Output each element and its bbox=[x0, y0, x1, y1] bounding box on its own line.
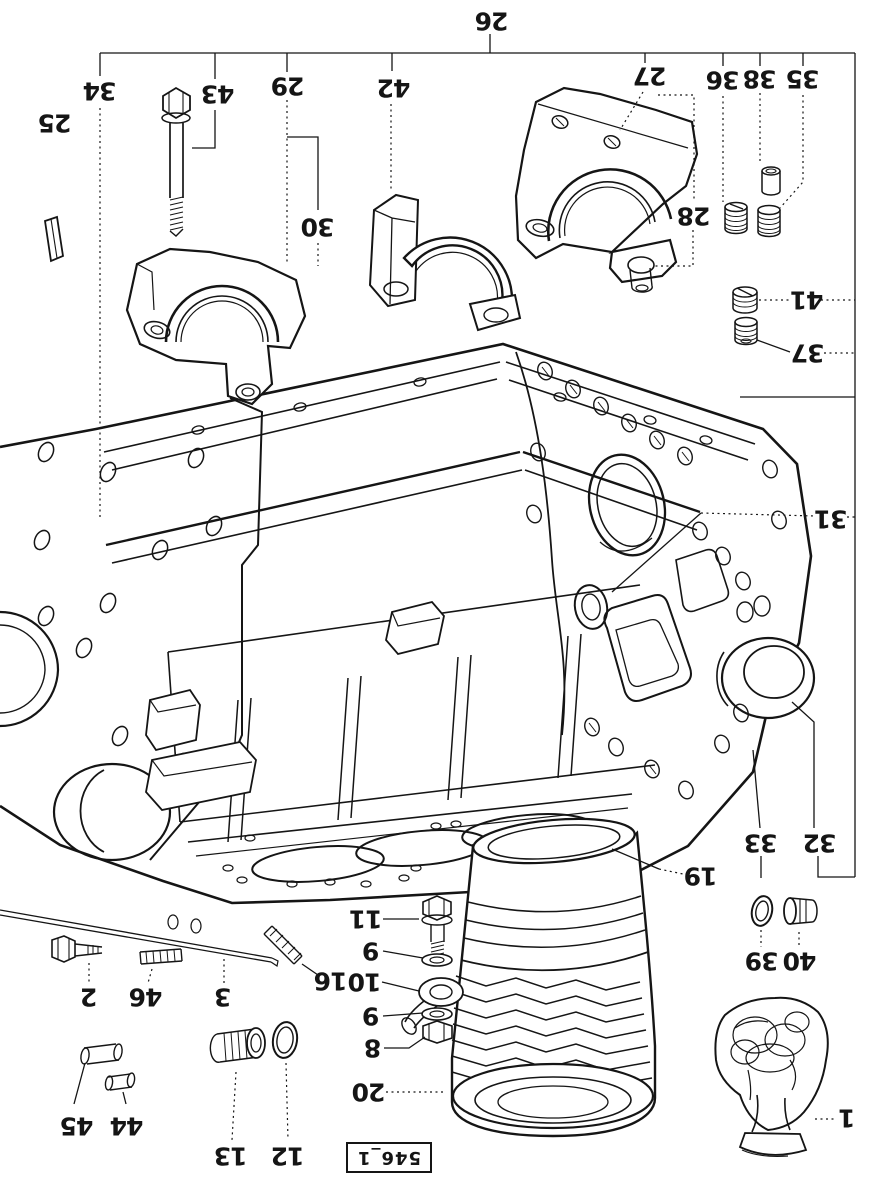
callout-10: 10 bbox=[348, 967, 382, 997]
bearing-cap-middle bbox=[368, 193, 522, 332]
callout-20: 20 bbox=[352, 1077, 386, 1107]
callout-38: 38 bbox=[743, 64, 777, 94]
callout-8: 8 bbox=[364, 1033, 382, 1063]
camshaft-bore bbox=[573, 584, 609, 630]
oring-39 bbox=[750, 895, 774, 927]
bearing-cap-front bbox=[125, 247, 307, 406]
callout-35: 35 bbox=[786, 64, 820, 94]
callout-9a: 9 bbox=[362, 936, 380, 966]
callout-3: 3 bbox=[214, 982, 232, 1012]
side-lug bbox=[385, 600, 445, 656]
threaded-plugs bbox=[724, 166, 781, 346]
liner-bottom-flange bbox=[451, 1062, 655, 1130]
callout-43: 43 bbox=[201, 79, 235, 109]
callout-29: 29 bbox=[271, 71, 305, 101]
callout-44: 44 bbox=[110, 1111, 144, 1141]
callout-34: 34 bbox=[83, 76, 117, 106]
bolt-2 bbox=[51, 935, 103, 963]
cylinder-liner-drawing bbox=[450, 817, 657, 1138]
stud-46 bbox=[139, 948, 183, 965]
oring-12 bbox=[271, 1021, 299, 1059]
key-25 bbox=[43, 215, 64, 263]
leader-lines bbox=[73, 34, 856, 1105]
callout-45: 45 bbox=[60, 1111, 94, 1141]
pin-44 bbox=[104, 1072, 136, 1091]
callout-12: 12 bbox=[271, 1141, 305, 1171]
stud-16 bbox=[263, 925, 303, 965]
banjo-fitting-10 bbox=[401, 977, 464, 1035]
callout-42: 42 bbox=[377, 73, 411, 103]
callout-2: 2 bbox=[80, 982, 98, 1012]
rear-face-bolt-holes bbox=[526, 361, 787, 800]
crankshaft-seal-bore bbox=[587, 453, 667, 557]
side-lug bbox=[145, 741, 257, 811]
callout-33: 33 bbox=[744, 828, 778, 858]
figure-number-box: 546_1 bbox=[346, 1142, 432, 1173]
callout-13: 13 bbox=[214, 1141, 248, 1171]
cylinder-block-drawing bbox=[0, 342, 816, 934]
callout-16: 16 bbox=[314, 966, 348, 996]
callout-40: 40 bbox=[783, 946, 817, 976]
callout-37: 37 bbox=[791, 338, 825, 368]
callout-25: 25 bbox=[38, 108, 72, 138]
callout-1: 1 bbox=[838, 1103, 856, 1133]
bearing-cap-rear bbox=[514, 86, 699, 293]
callout-19: 19 bbox=[684, 861, 718, 891]
callout-9b: 9 bbox=[362, 1001, 380, 1031]
callout-28: 28 bbox=[677, 201, 711, 231]
rear-face-opening bbox=[603, 594, 692, 702]
dotted-leader-lines bbox=[88, 91, 855, 1141]
banjo-bolt-11 bbox=[421, 895, 453, 961]
nut-8 bbox=[422, 1020, 453, 1044]
timing-gear-bore bbox=[52, 762, 172, 862]
callout-30: 30 bbox=[301, 212, 335, 242]
water-outlet-boss bbox=[720, 636, 816, 720]
callout-39: 39 bbox=[745, 946, 779, 976]
callout-11: 11 bbox=[349, 904, 383, 934]
washer-9a bbox=[421, 953, 453, 967]
callout-32: 32 bbox=[803, 828, 837, 858]
callout-46: 46 bbox=[129, 982, 163, 1012]
cap-bolt-43 bbox=[161, 86, 191, 237]
callout-31: 31 bbox=[814, 504, 848, 534]
rod-3 bbox=[0, 909, 279, 967]
callout-27: 27 bbox=[633, 61, 667, 91]
plug-13 bbox=[209, 1027, 266, 1063]
callout-41: 41 bbox=[790, 285, 824, 315]
plug-40 bbox=[783, 897, 818, 925]
head-gasket-edge bbox=[187, 793, 633, 843]
cylinder-bore bbox=[251, 845, 385, 883]
figure-number: 546_1 bbox=[356, 1147, 422, 1168]
callout-26: 26 bbox=[475, 6, 509, 36]
side-lug bbox=[145, 688, 201, 752]
gasket-holes bbox=[167, 820, 462, 934]
pin-45 bbox=[80, 1043, 123, 1065]
casting-part-1 bbox=[714, 996, 829, 1157]
left-edge-bore bbox=[0, 610, 60, 728]
washer-9b bbox=[421, 1007, 453, 1021]
callout-36: 36 bbox=[706, 65, 740, 95]
